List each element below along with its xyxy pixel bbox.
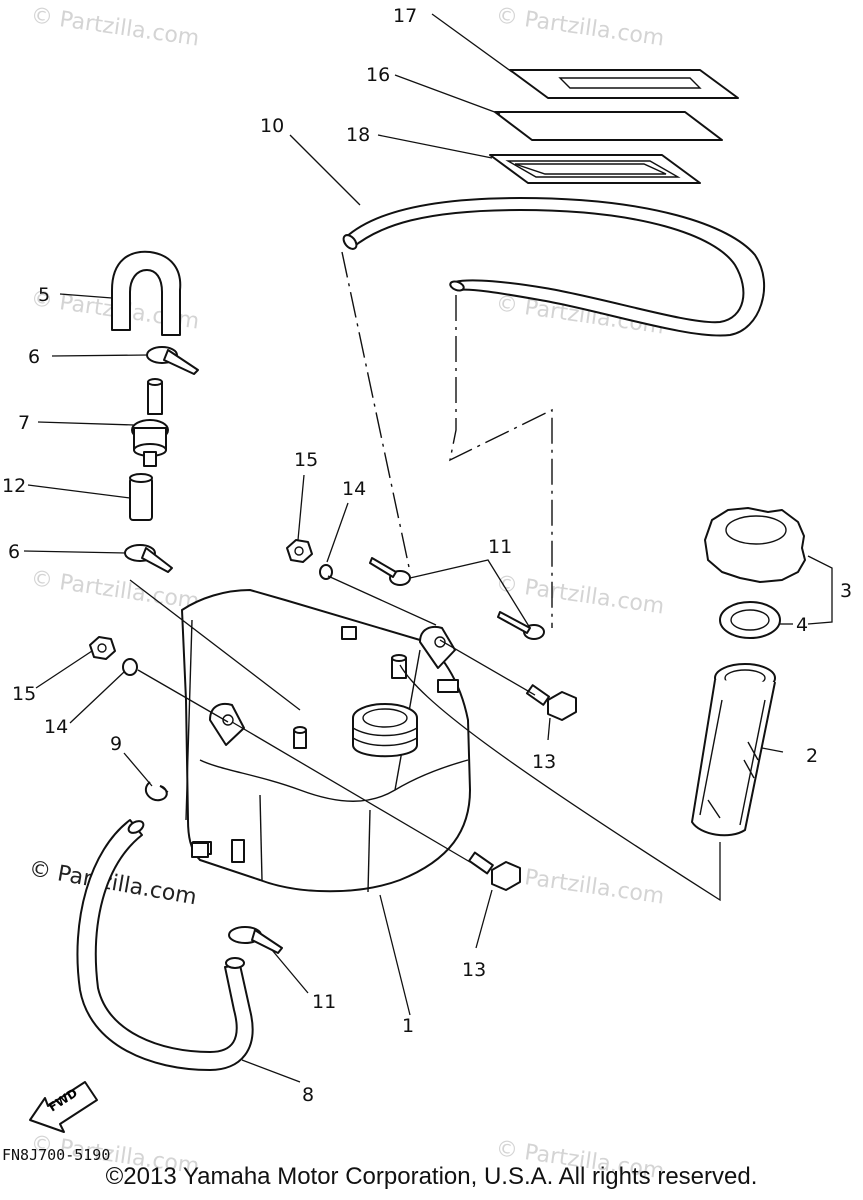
callout-11-upper: 11: [488, 536, 512, 558]
callout-8: 8: [302, 1084, 314, 1106]
part-15-nut-lower: [89, 636, 116, 660]
watermark-1: © Partzilla.com: [29, 3, 201, 51]
callout-10: 10: [260, 115, 284, 137]
part-3-cap: [704, 507, 806, 583]
callout-14-upper: 14: [342, 478, 366, 500]
callout-15-upper: 15: [294, 449, 318, 471]
callout-12: 12: [2, 475, 26, 497]
part-13-bolt-upper: [525, 684, 577, 721]
part-14-washer-upper: [319, 564, 333, 580]
part-6-clamp-lower: [124, 544, 173, 573]
part-11-clamp-b: [497, 611, 545, 640]
watermark-5: © Partzilla.com: [29, 566, 201, 614]
part-15-nut-upper: [286, 539, 313, 563]
callout-6-lower: 6: [8, 541, 20, 563]
callout-6-upper: 6: [28, 346, 40, 368]
callout-5: 5: [38, 284, 50, 306]
fwd-arrow-icon: FWD: [29, 1081, 98, 1133]
callout-13-upper: 13: [532, 751, 556, 773]
callouts: 17 16 18 10 5 6 7 12 6 15 14 11 15 14 9 …: [2, 5, 852, 1106]
diagram-code: FN8J700-5190: [2, 1146, 111, 1164]
callout-16: 16: [366, 64, 390, 86]
callout-14-lower: 14: [44, 716, 68, 738]
part-17-plate: [509, 69, 739, 99]
part-5-elbow-hose: [111, 250, 182, 336]
callout-7: 7: [18, 412, 30, 434]
part-16-pad: [494, 111, 723, 141]
callout-18: 18: [346, 124, 370, 146]
part-13-bolt-lower: [468, 851, 521, 891]
callout-15-lower: 15: [12, 683, 36, 705]
part-10-hose: [342, 197, 765, 337]
part-8-hose: [76, 819, 254, 1071]
callout-4: 4: [796, 614, 808, 636]
callout-11-lower: 11: [312, 991, 336, 1013]
callout-17: 17: [393, 5, 417, 27]
watermark-2: © Partzilla.com: [494, 3, 666, 51]
callout-9: 9: [110, 733, 122, 755]
callout-3: 3: [840, 580, 852, 602]
part-11-clamp-c: [228, 926, 283, 954]
copyright-notice: ©2013 Yamaha Motor Corporation, U.S.A. A…: [105, 1163, 758, 1190]
part-9-clip: [144, 781, 169, 802]
part-11-clamp-a: [369, 557, 411, 586]
part-7-valve: [131, 378, 169, 467]
callout-13-lower: 13: [462, 959, 486, 981]
part-14-washer-lower: [122, 658, 138, 676]
callout-1: 1: [402, 1015, 414, 1037]
part-2-strainer: [691, 663, 776, 837]
callout-2: 2: [806, 745, 818, 767]
part-4-oring: [719, 601, 781, 639]
leader-lines: [23, 13, 833, 1083]
assembly-lines: [129, 251, 721, 902]
part-1-oil-tank: [181, 589, 471, 893]
part-12-tube: [129, 473, 153, 521]
part-6-clamp-upper: [146, 346, 199, 375]
part-18-mesh: [489, 154, 701, 184]
